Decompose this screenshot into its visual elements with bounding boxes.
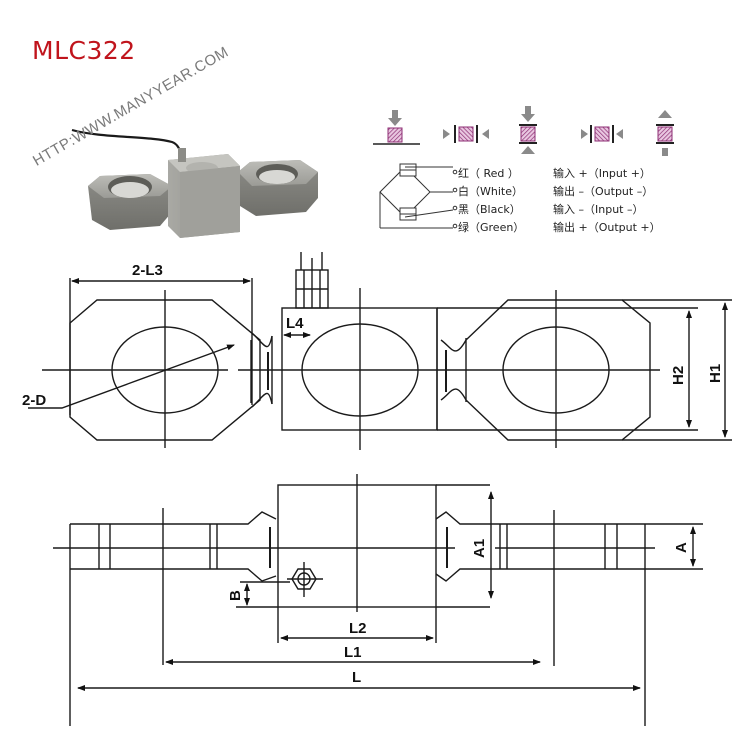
wire-color-en: （ Red ） [469, 167, 519, 180]
dim-label-l4: L4 [286, 315, 304, 332]
wiring-row-red: 红（ Red ） 输入 +（Input +） [458, 165, 651, 181]
wire-color-cn: 红 [458, 167, 469, 180]
load-icon-tension-vertical [656, 110, 674, 156]
wire-color-en: （Black） [469, 203, 521, 216]
side-view-drawing [53, 474, 703, 726]
center-cube [168, 148, 240, 238]
dim-label-l2: L2 [349, 620, 367, 637]
dim-label-h2: H2 [670, 366, 687, 385]
wiring-row-green: 绿（Green） 输出 +（Output +） [458, 219, 661, 235]
load-direction-icons [373, 106, 674, 156]
wire-color-cn: 黑 [458, 203, 469, 216]
dim-label-a: A [673, 542, 690, 553]
load-icon-compression-base [373, 110, 420, 145]
dim-label-l1: L1 [344, 644, 362, 661]
left-lug [88, 174, 172, 230]
dim-label-h1: H1 [707, 364, 724, 383]
wiring-row-black: 黑（Black） 输入 –（Input –） [458, 201, 643, 217]
wire-color-cn: 白 [458, 185, 469, 198]
wiring-bridge-schematic [379, 163, 458, 229]
wire-color-cn: 绿 [458, 221, 469, 234]
wire-signal-cn: 输出 [553, 185, 575, 198]
load-icon-tension-horizontal [443, 125, 489, 143]
wire-signal-en: +（Output +） [578, 221, 661, 234]
dim-label-2-l3: 2-L3 [132, 262, 163, 279]
wiring-row-white: 白（White） 输出 –（Output –） [458, 183, 653, 199]
dim-label-a1: A1 [471, 539, 488, 558]
wire-signal-cn: 输入 [553, 167, 575, 180]
dim-label-2-d: 2-D [22, 392, 46, 409]
right-lug [238, 160, 318, 216]
wire-color-en: （White） [469, 185, 523, 198]
wire-signal-en: +（Input +） [578, 167, 651, 180]
model-title: MLC322 [32, 36, 136, 65]
wire-signal-en: –（Output –） [578, 185, 654, 198]
wire-signal-cn: 输出 [553, 221, 575, 234]
wire-color-en: （Green） [469, 221, 525, 234]
wire-signal-cn: 输入 [553, 203, 575, 216]
wire-signal-en: –（Input –） [578, 203, 644, 216]
dim-label-b: B [227, 590, 244, 601]
load-icon-compression-vertical [519, 106, 537, 154]
top-view-drawing [28, 252, 732, 450]
load-icon-compression-horizontal [581, 125, 623, 143]
dim-label-l: L [352, 669, 361, 686]
